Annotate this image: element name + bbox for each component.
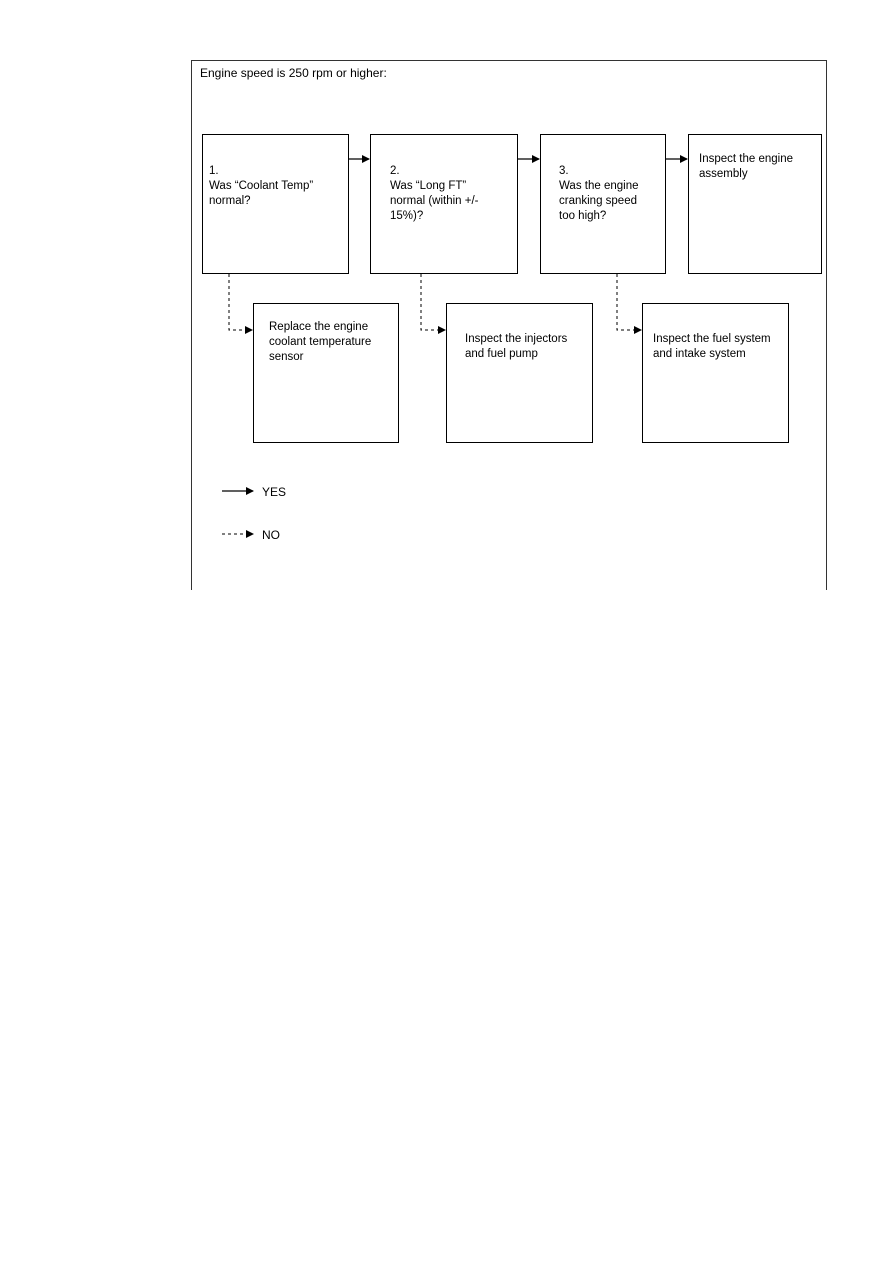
step-2-question: Was “Long FT” normal (within +/- 15%)? bbox=[390, 180, 479, 222]
legend-yes-label: YES bbox=[262, 485, 287, 499]
step-3-number: 3. bbox=[559, 165, 569, 177]
no-action-2-text: Inspect the injectors and fuel pump bbox=[465, 333, 568, 360]
no-action-3-box bbox=[642, 303, 789, 443]
step-2-text: 2. Was “Long FT” normal (within +/- 15%)? bbox=[390, 149, 479, 224]
step-1-number: 1. bbox=[209, 165, 219, 177]
step-1-box bbox=[202, 134, 349, 274]
step-1-question: Was “Coolant Temp” normal? bbox=[209, 180, 314, 207]
step-2-number: 2. bbox=[390, 165, 400, 177]
final-yes-box bbox=[688, 134, 822, 274]
step-3-box bbox=[540, 134, 666, 274]
no-action-1-text: Replace the engine coolant temperature s… bbox=[269, 321, 372, 363]
legend-no-label: NO bbox=[262, 528, 280, 542]
diagram-frame bbox=[191, 60, 827, 590]
step-3-text: 3. Was the engine cranking speed too high… bbox=[559, 149, 638, 224]
no-action-3-text: Inspect the fuel system and intake syste… bbox=[653, 333, 771, 360]
diagram-title: Engine speed is 250 rpm or higher: bbox=[200, 66, 387, 80]
step-1-text: 1. Was “Coolant Temp” normal? bbox=[209, 149, 313, 209]
final-yes-text: Inspect the engine assembly bbox=[699, 153, 793, 180]
step-3-question: Was the engine cranking speed too high? bbox=[559, 180, 639, 222]
no-action-1-box bbox=[253, 303, 399, 443]
no-action-2-box bbox=[446, 303, 593, 443]
step-2-box bbox=[370, 134, 518, 274]
